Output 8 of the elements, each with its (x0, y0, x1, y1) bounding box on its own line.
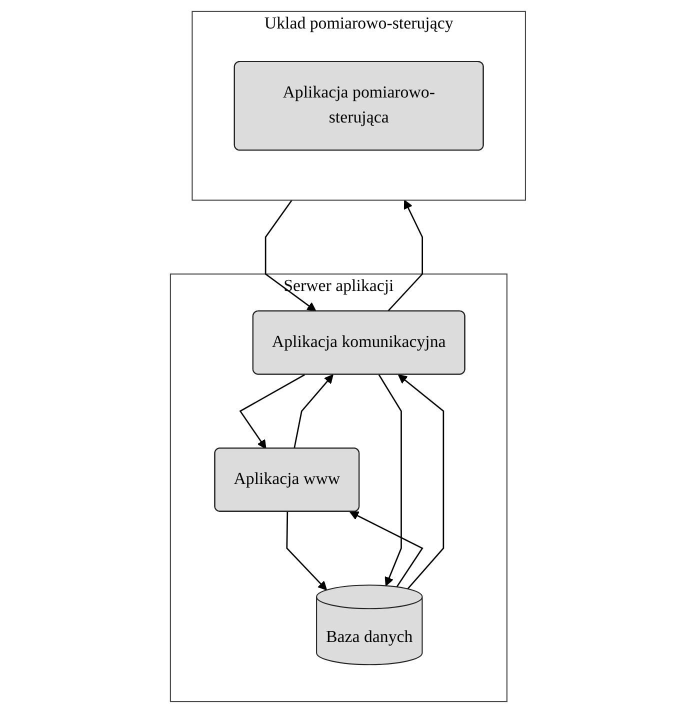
arrow (286, 512, 328, 590)
arrow (350, 511, 424, 588)
arrow (388, 200, 424, 312)
arrow (239, 374, 306, 449)
arrow (264, 200, 316, 312)
arrow (398, 374, 444, 590)
arrow (378, 374, 402, 586)
arrow (294, 374, 334, 449)
